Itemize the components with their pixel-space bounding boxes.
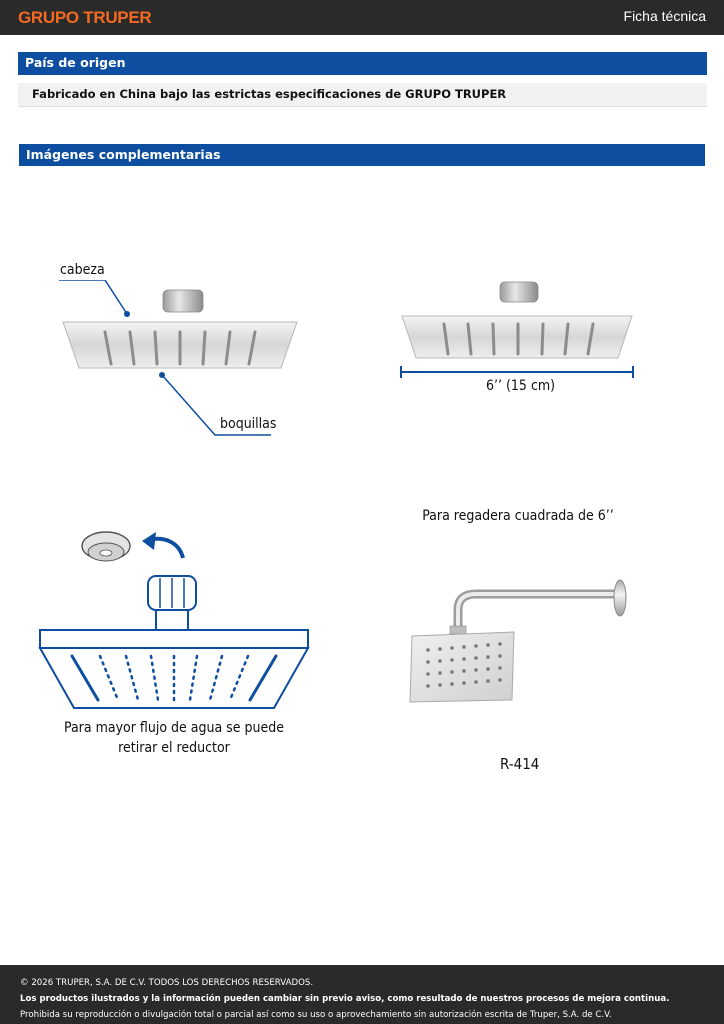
brand-logo: GRUPO TRUPER	[18, 8, 152, 27]
reducer-removal-illustration	[38, 531, 310, 709]
model-code: R-414	[500, 755, 540, 773]
label-nozzles: boquillas	[220, 416, 277, 432]
shower-head-size-illustration	[400, 281, 634, 378]
shower-arm-illustration	[409, 579, 627, 703]
caption-compatibility: Para regadera cuadrada de 6’’	[422, 508, 614, 524]
footer-copyright: © 2026 TRUPER, S.A. DE C.V. TODOS LOS DE…	[20, 978, 314, 988]
section-origin-title: País de origen	[18, 52, 707, 75]
shower-head-parts-illustration	[59, 280, 298, 436]
caption-reducer-line2: retirar el reductor	[118, 740, 230, 756]
footer-notice: Los productos ilustrados y la informació…	[20, 994, 670, 1004]
label-head: cabeza	[60, 262, 105, 278]
caption-reducer-line1: Para mayor flujo de agua se puede	[64, 720, 284, 736]
top-bar: GRUPO TRUPER Ficha técnica	[0, 0, 724, 35]
label-size: 6’’ (15 cm)	[486, 378, 556, 394]
footer-prohibition: Prohibida su reproducción o divulgación …	[20, 1010, 612, 1020]
section-images-title: Imágenes complementarias	[19, 144, 705, 166]
footer: © 2026 TRUPER, S.A. DE C.V. TODOS LOS DE…	[0, 965, 724, 1024]
origin-text: Fabricado en China bajo las estrictas es…	[18, 83, 707, 107]
document-type: Ficha técnica	[623, 8, 706, 24]
